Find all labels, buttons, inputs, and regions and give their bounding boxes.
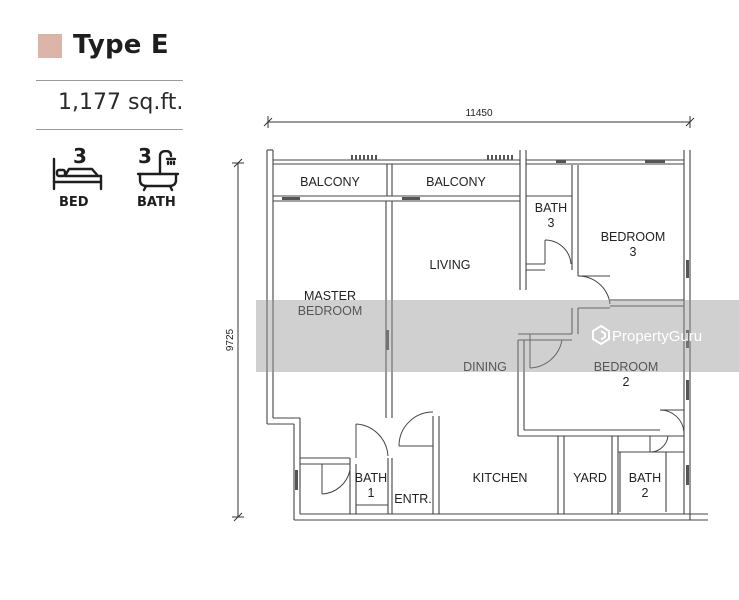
bath-label: BATH xyxy=(137,195,176,210)
watermark-band xyxy=(256,300,739,372)
room-label-bath1: BATH xyxy=(355,471,387,485)
divider-bottom xyxy=(36,129,183,130)
room-label-bedroom2-number: 2 xyxy=(623,375,630,389)
door-swings xyxy=(321,239,685,495)
height-dimension-line xyxy=(232,158,244,522)
propertyguru-logo-icon xyxy=(592,325,610,345)
height-dimension: 9725 xyxy=(225,328,236,351)
room-label-bedroom3: BEDROOM xyxy=(601,230,666,244)
bed-count: 3 xyxy=(73,144,87,168)
room-label-kitchen: KITCHEN xyxy=(473,471,528,485)
room-label-yard: YARD xyxy=(573,471,607,485)
room-label-bedroom2: BEDROOM xyxy=(594,360,659,374)
watermark-text: PropertyGuru xyxy=(612,328,703,345)
room-label-bedroom3-number: 3 xyxy=(630,245,637,259)
bed-label: BED xyxy=(59,195,89,210)
room-label-bath2: BATH xyxy=(629,471,661,485)
divider-top xyxy=(36,80,183,81)
room-label-balcony-left: BALCONY xyxy=(300,175,360,189)
window-markers xyxy=(282,155,689,490)
room-label-dining: DINING xyxy=(463,360,507,374)
room-label-bath3: BATH xyxy=(535,201,567,215)
bed-icon xyxy=(52,157,103,191)
bath-count: 3 xyxy=(138,144,152,168)
width-dimension: 11450 xyxy=(465,108,493,119)
unit-type-swatch xyxy=(38,34,62,58)
bathtub-icon xyxy=(136,150,180,192)
room-label-master-bedroom: BEDROOM xyxy=(298,304,363,318)
room-label-living: LIVING xyxy=(430,258,471,272)
room-label-balcony-right: BALCONY xyxy=(426,175,486,189)
room-label-bath3-number: 3 xyxy=(548,216,555,230)
room-label-entrance: ENTR. xyxy=(394,492,432,506)
unit-type-title: Type E xyxy=(73,30,169,60)
room-label-master: MASTER xyxy=(304,289,356,303)
room-label-bath2-number: 2 xyxy=(642,486,649,500)
unit-area: 1,177 sq.ft. xyxy=(58,90,184,115)
walls xyxy=(266,149,708,521)
width-dimension-line xyxy=(263,116,695,128)
room-label-bath1-number: 1 xyxy=(368,486,375,500)
